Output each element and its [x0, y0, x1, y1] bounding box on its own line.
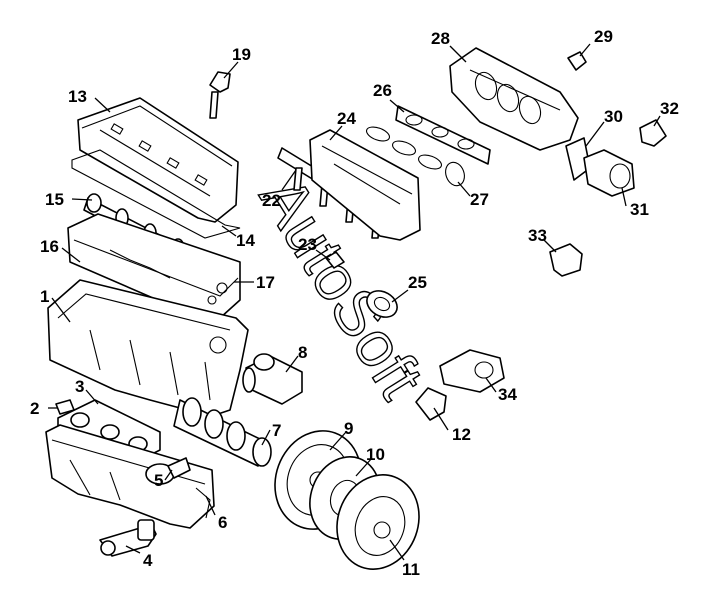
part-oil-pump-bolt	[55, 399, 75, 415]
part-labels: 13 14 15 16 17 1 2 3 4 5 6 7 8 9 10 11 1…	[30, 27, 679, 579]
label-28: 28	[431, 29, 450, 48]
label-1: 1	[40, 287, 49, 306]
part-starter	[242, 353, 303, 405]
part-thermostat-housing	[366, 290, 398, 318]
label-33: 33	[528, 226, 547, 245]
label-8: 8	[298, 343, 307, 362]
part-valve-cover-gasket	[71, 149, 241, 239]
label-3: 3	[75, 377, 84, 396]
label-19: 19	[232, 45, 251, 64]
part-cylinder-head	[67, 213, 241, 319]
label-30: 30	[604, 107, 623, 126]
label-4: 4	[143, 551, 153, 570]
label-22: 22	[262, 191, 281, 210]
label-12: 12	[452, 425, 471, 444]
leader-lines	[48, 43, 661, 561]
label-6: 6	[218, 513, 227, 532]
part-throttle-body	[583, 149, 635, 197]
label-26: 26	[373, 81, 392, 100]
label-9: 9	[344, 419, 353, 438]
label-14: 14	[236, 231, 255, 250]
label-23: 23	[298, 235, 317, 254]
part-pressure-plate	[336, 474, 420, 570]
label-17: 17	[256, 273, 275, 292]
part-dipstick	[209, 71, 231, 119]
label-10: 10	[366, 445, 385, 464]
label-13: 13	[68, 87, 87, 106]
label-31: 31	[630, 200, 649, 219]
part-accessory-bracket	[439, 349, 505, 393]
part-oil-strainer	[145, 457, 191, 485]
part-coolant-outlet	[549, 243, 583, 277]
label-25: 25	[408, 273, 427, 292]
part-intake-upper	[449, 47, 579, 151]
part-throttle-gasket	[445, 161, 465, 187]
label-15: 15	[45, 190, 64, 209]
label-34: 34	[498, 385, 517, 404]
label-27: 27	[470, 190, 489, 209]
part-mount-bracket	[415, 387, 447, 421]
label-7: 7	[272, 421, 281, 440]
part-oil-pan	[45, 424, 215, 529]
label-2: 2	[30, 399, 39, 418]
part-temp-sensor	[325, 251, 345, 269]
part-map-sensor	[567, 51, 587, 71]
label-11: 11	[402, 560, 420, 579]
label-32: 32	[660, 99, 679, 118]
label-24: 24	[337, 109, 356, 128]
part-idle-valve	[639, 119, 667, 147]
label-29: 29	[594, 27, 613, 46]
part-valve-cover	[77, 97, 239, 223]
part-manifold-gaskets	[365, 105, 491, 170]
part-intake-lower	[309, 129, 421, 241]
label-16: 16	[40, 237, 59, 256]
part-crankshaft	[173, 397, 272, 467]
part-engine-mount	[99, 519, 157, 557]
label-5: 5	[154, 471, 163, 490]
